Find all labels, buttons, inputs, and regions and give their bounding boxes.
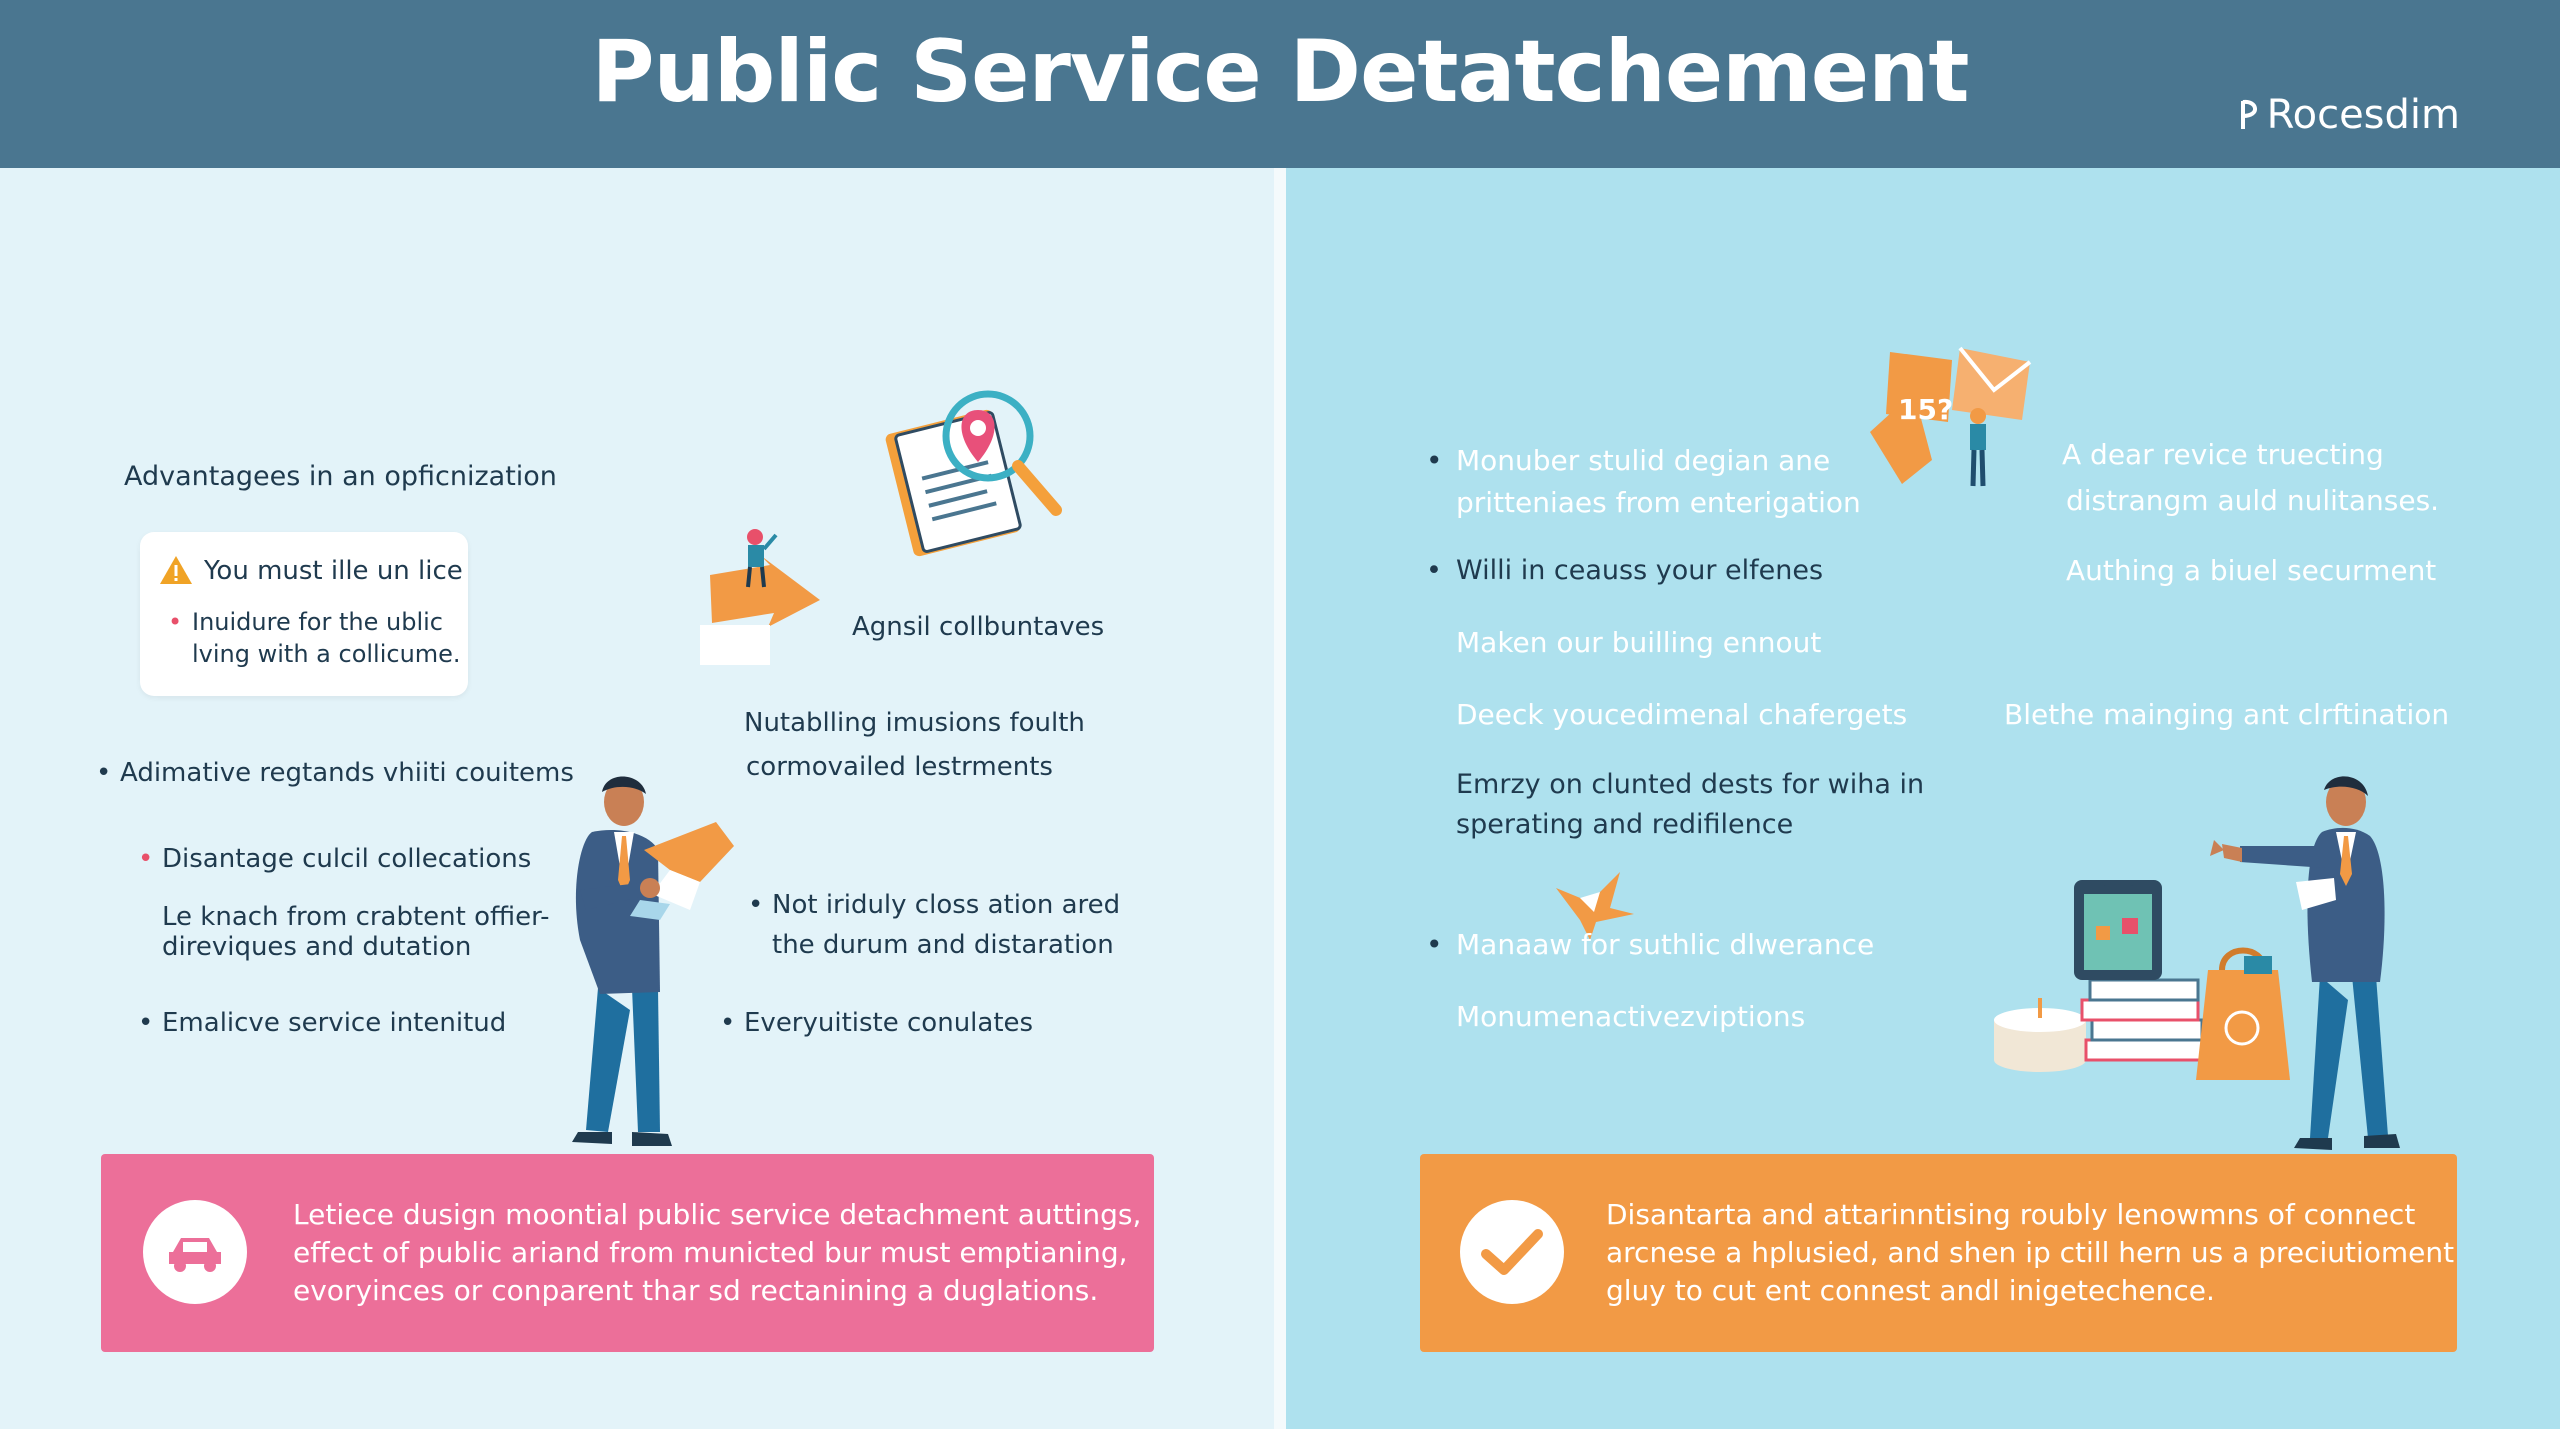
left-banner-line-1: Letiece dusign moontial public service d…	[293, 1198, 1142, 1231]
right-item-emrzy-2: sperating and redifilence	[1456, 809, 1794, 840]
right-item-emrzy-1: Emrzy on clunted dests for wiha in	[1456, 769, 1925, 800]
p-logo-icon	[2240, 99, 2257, 129]
person-arrow-illustration	[700, 529, 820, 665]
left-item-adimative: Adimative regtands vhiiti couitems	[96, 754, 574, 792]
document-search-icon	[885, 390, 1062, 557]
right-banner-icon-circle	[1460, 1200, 1564, 1304]
right-item-monuber-2: pritteniaes from enterigation	[1456, 486, 1861, 519]
brand-name: Rocesdim	[2266, 92, 2460, 138]
right-item-adear-1: A dear revice truecting	[2062, 438, 2384, 471]
note-card: You must ille un lice Inuidure for the u…	[140, 532, 468, 696]
left-item-agnsil: Agnsil collbuntaves	[852, 612, 1105, 642]
page-title: Public Service Detatchement	[591, 22, 1970, 122]
left-banner: Letiece dusign moontial public service d…	[101, 1154, 1154, 1352]
right-banner-line-3: gluy to cut ent connest andl inigetechen…	[1606, 1274, 2215, 1307]
left-banner-line-2: effect of public ariand from municted bu…	[293, 1236, 1128, 1269]
left-item-nutabl-1: Nutablling imusions foulth	[744, 708, 1085, 738]
note-line-1: Inuidure for the ublic	[168, 606, 443, 638]
envelope-person-illustration	[1870, 346, 2032, 487]
right-banner-line-1: Disantarta and attarinntising roubly len…	[1606, 1198, 2416, 1231]
left-item-emalicve: Emalicve service intenitud	[138, 1004, 506, 1042]
warning-icon	[160, 556, 192, 584]
right-item-blethe: Blethe mainging ant clrftination	[2004, 698, 2450, 731]
right-item-maken: Maken our builling ennout	[1456, 626, 1822, 659]
right-banner-line-2: arcnese a hplusied, and shen ip ctill he…	[1606, 1236, 2455, 1269]
desk-objects-illustration	[1994, 880, 2290, 1080]
left-item-leknach-2: direviques and dutation	[162, 932, 472, 962]
car-icon	[169, 1238, 221, 1272]
left-item-nutabl-2: cormovailed lestrments	[746, 752, 1053, 782]
left-banner-icon-circle	[143, 1200, 247, 1304]
left-item-notir-2: the durum and distaration	[772, 930, 1114, 960]
right-item-deeck: Deeck youcedimenal chafergets	[1456, 698, 1908, 731]
right-item-willi: Willi in ceauss your elfenes	[1426, 552, 1823, 590]
left-item-leknach-1: Le knach from crabtent offier-	[162, 902, 550, 932]
right-item-manaaw: Manaaw for suthlic dlwerance	[1426, 924, 1874, 966]
businessman-left-illustration	[572, 776, 734, 1146]
left-item-notir-1: Not iriduly closs ation ared	[748, 886, 1120, 924]
note-warning-text: You must ille un lice	[204, 556, 463, 586]
left-heading: Advantagees in an opficnization	[124, 461, 557, 492]
checkmark-icon	[1481, 1229, 1543, 1275]
right-item-authing: Authing a biuel securment	[2066, 554, 2437, 587]
right-item-monum: Monumenactivezviptions	[1456, 1000, 1806, 1033]
right-item-monuber-1: Monuber stulid degian ane	[1426, 440, 1830, 482]
panel-divider	[1274, 168, 1286, 1429]
right-banner: Disantarta and attarinntising roubly len…	[1420, 1154, 2457, 1352]
left-item-disantage: Disantage culcil collecations	[138, 840, 531, 878]
header-bar	[0, 0, 2560, 168]
left-item-every: Everyuitiste conulates	[720, 1004, 1033, 1042]
orange-bird-icon	[1556, 872, 1634, 940]
left-banner-line-3: evoryinces or conparent thar sd rectanin…	[293, 1274, 1099, 1307]
businessman-right-illustration	[2210, 776, 2400, 1150]
brand-logo[interactable]: Rocesdim	[2239, 92, 2460, 138]
note-line-2: lving with a collicume.	[192, 640, 461, 668]
right-item-adear-2: distrangm auld nulitanses.	[2066, 484, 2440, 517]
envelope-badge: 15?	[1898, 393, 1954, 426]
